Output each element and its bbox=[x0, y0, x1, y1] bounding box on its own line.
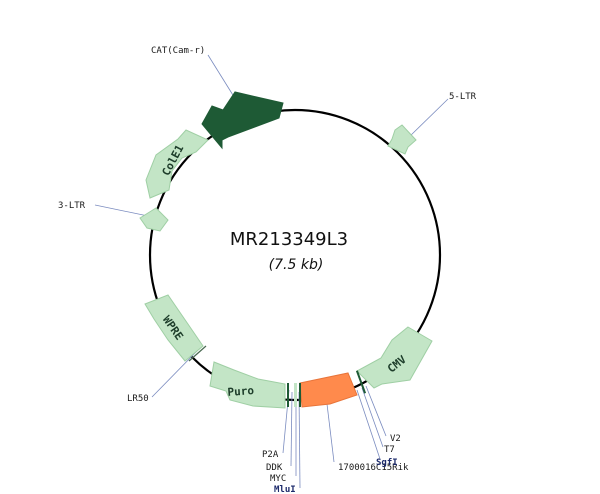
tag-bar-myc bbox=[294, 383, 297, 407]
leader-lines bbox=[94, 54, 449, 489]
tag-bar-mlui bbox=[299, 383, 301, 407]
leader-v2 bbox=[365, 385, 387, 437]
tag-bar-v2 bbox=[355, 370, 367, 394]
feature-3ltr-arrow[interactable] bbox=[139, 207, 169, 232]
leader-5ltr bbox=[407, 98, 449, 139]
feature-puro-arrow[interactable] bbox=[209, 361, 286, 409]
leader-t7 bbox=[361, 387, 384, 448]
wpre-end-bar bbox=[188, 345, 207, 362]
leader-lr50 bbox=[151, 349, 199, 398]
leader-cat bbox=[207, 54, 237, 101]
5ltr-label: 5-LTR bbox=[449, 92, 477, 102]
plasmid-name: MR213349L3 bbox=[230, 229, 348, 250]
feature-cmv-arrow[interactable] bbox=[356, 326, 433, 389]
v2-label: V2 bbox=[390, 434, 401, 444]
leader-3ltr bbox=[94, 204, 149, 217]
cat-label: CAT(Cam-r) bbox=[151, 46, 205, 56]
leader-insert bbox=[326, 403, 335, 463]
sgfi-label: SgfI bbox=[376, 458, 398, 468]
feature-cole1-arrow[interactable] bbox=[145, 129, 209, 199]
puro-label: Puro bbox=[227, 384, 255, 399]
feature-5ltr-arrow[interactable] bbox=[387, 124, 417, 155]
lr50-label: LR50 bbox=[127, 394, 149, 404]
feature-wpre-arrow[interactable] bbox=[144, 294, 204, 362]
ddk-label: DDK bbox=[266, 463, 283, 473]
mlui-label: MluI bbox=[274, 485, 296, 494]
plasmid-size: (7.5 kb) bbox=[269, 257, 324, 273]
leader-ddk bbox=[290, 391, 293, 467]
myc-label: MYC bbox=[270, 474, 286, 484]
p2a-label: P2A bbox=[262, 450, 279, 460]
leader-sgfi bbox=[356, 389, 381, 460]
feature-cat-arrow[interactable] bbox=[201, 91, 284, 150]
feature-insert-block[interactable] bbox=[299, 372, 358, 408]
3ltr-label: 3-LTR bbox=[58, 201, 86, 211]
tag-bar-p2a bbox=[287, 383, 289, 407]
insert-label: 1700016C15Rik bbox=[338, 463, 409, 473]
t7-label: T7 bbox=[384, 445, 395, 455]
leader-mlui bbox=[298, 391, 301, 489]
